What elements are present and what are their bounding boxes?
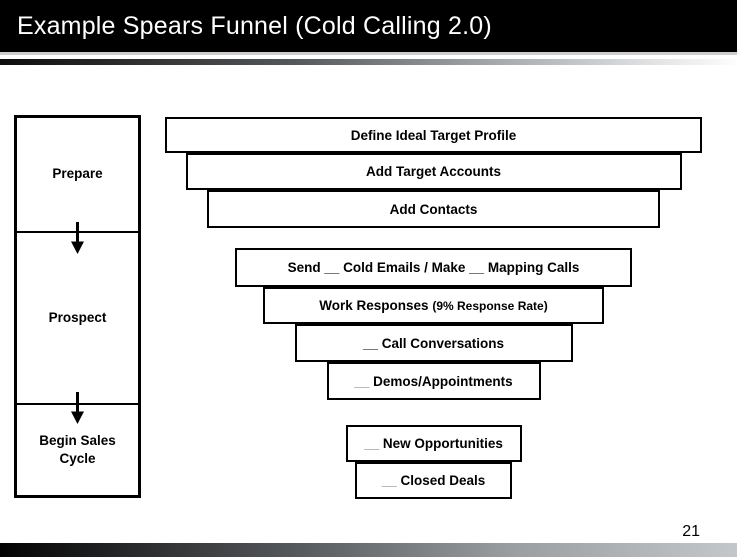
funnel-box-new-opportunities: __ New Opportunities — [345, 425, 522, 462]
funnel-box-label-segment: __ — [354, 373, 374, 389]
funnel-box-label: Define Ideal Target Profile — [351, 128, 517, 143]
funnel-box-label: Work Responses (9% Response Rate) — [319, 298, 547, 313]
title-bar: Example Spears Funnel (Cold Calling 2.0) — [0, 0, 737, 52]
process-sidebar: Prepare Prospect Begin Sales Cycle — [14, 115, 141, 498]
sidebar-section-begin-sales-cycle: Begin Sales Cycle — [17, 405, 138, 495]
sidebar-section-prepare: Prepare — [17, 118, 138, 233]
funnel-box-label-segment: Demos/Appointments — [373, 373, 513, 389]
funnel-box-label-segment: Add Contacts — [389, 201, 478, 217]
funnel-box-label-segment: Define Ideal Target Profile — [350, 127, 517, 143]
page-number: 21 — [682, 523, 700, 540]
footer-gradient-bar — [0, 543, 737, 557]
funnel-box-call-conversations: __ Call Conversations — [294, 324, 573, 362]
sidebar-section-label: Prospect — [48, 309, 107, 325]
funnel-box-label-segment: Closed Deals — [400, 473, 486, 488]
funnel-box-label-segment: __ — [381, 473, 401, 488]
funnel-box-send-cold-emails-make-mapping-calls: Send __ Cold Emails / Make __ Mapping Ca… — [235, 248, 632, 287]
funnel-box-label-segment: (9% Response Rate) — [432, 299, 548, 313]
title-underline — [0, 52, 737, 55]
funnel-box-label: __ Closed Deals — [382, 473, 486, 488]
sidebar-section-label: Begin Sales Cycle — [39, 432, 116, 466]
funnel-box-demos-appointments: __ Demos/Appointments — [326, 362, 541, 400]
funnel-box-closed-deals: __ Closed Deals — [355, 462, 512, 499]
funnel-box-label-segment: __ — [364, 436, 383, 451]
funnel-box-label: __ Call Conversations — [363, 336, 504, 351]
funnel-box-label: Send __ Cold Emails / Make __ Mapping Ca… — [288, 260, 580, 275]
sidebar-section-prospect: Prospect — [17, 233, 138, 405]
funnel-box-label-segment: __ Call Conversations — [362, 335, 505, 351]
down-arrow-icon — [71, 222, 84, 254]
funnel-box-label-segment: Work Responses — [319, 298, 433, 313]
funnel-box-work-responses: Work Responses (9% Response Rate) — [263, 287, 604, 324]
funnel-box-label-segment: New Opportunities — [382, 436, 503, 451]
funnel-box-add-target-accounts: Add Target Accounts — [185, 153, 682, 190]
funnel-box-label-segment: Send __ Cold Emails / Make __ Mapping Ca… — [287, 260, 580, 275]
funnel-box-define-ideal-target-profile: Define Ideal Target Profile — [165, 117, 702, 153]
funnel-box-add-contacts: Add Contacts — [207, 190, 660, 228]
header-gradient-bar — [0, 59, 737, 65]
page-title: Example Spears Funnel (Cold Calling 2.0) — [17, 11, 492, 40]
down-arrow-icon — [71, 392, 84, 424]
funnel-box-label: Add Contacts — [390, 202, 478, 217]
sidebar-section-label: Prepare — [52, 166, 103, 182]
funnel-box-label: __ New Opportunities — [364, 436, 503, 451]
funnel-box-label: __ Demos/Appointments — [354, 374, 512, 389]
funnel-box-label-segment: Add Target Accounts — [365, 164, 501, 179]
funnel-box-label: Add Target Accounts — [366, 164, 501, 179]
